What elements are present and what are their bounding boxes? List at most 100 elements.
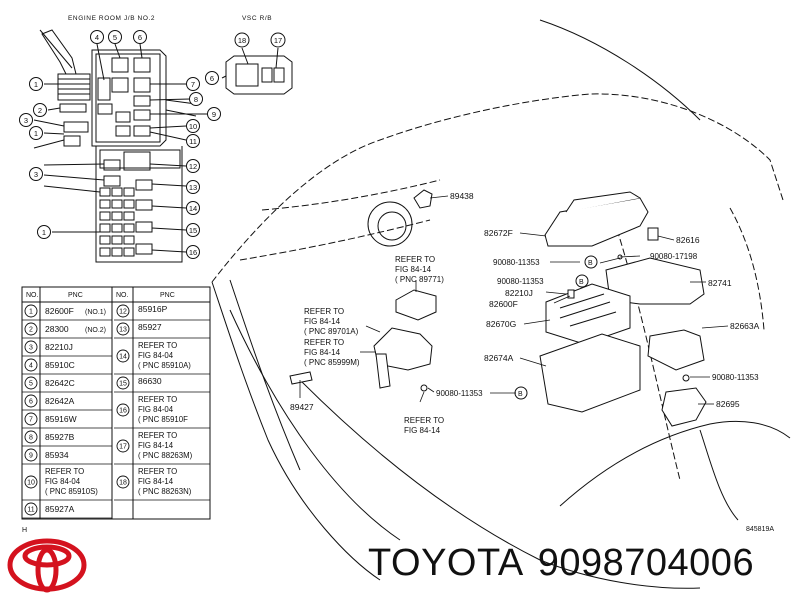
svg-text:7: 7 (29, 417, 33, 424)
label-90080-11353-c: 90080-11353 (712, 373, 759, 382)
svg-text:( PNC 85910F: ( PNC 85910F (138, 415, 188, 424)
junction-block-drawing (33, 29, 208, 263)
svg-text:3: 3 (34, 170, 38, 179)
refer-89701A-line3: ( PNC 89701A) (304, 327, 359, 336)
svg-text:1: 1 (34, 129, 38, 138)
svg-text:FIG 84-04: FIG 84-04 (138, 351, 174, 360)
svg-text:( PNC 88263M): ( PNC 88263M) (138, 451, 193, 460)
svg-text:( PNC 88263N): ( PNC 88263N) (138, 487, 192, 496)
svg-text:86630: 86630 (138, 376, 162, 386)
svg-text:85916W: 85916W (45, 414, 77, 424)
callout-12: 12 (186, 159, 200, 173)
svg-text:FIG 84-14: FIG 84-14 (138, 441, 174, 450)
svg-text:12: 12 (189, 162, 197, 171)
refer-89771: REFER TO FIG 84-14 ( PNC 89771) (395, 255, 444, 284)
label-90080-11353-a: 90080-11353 (493, 258, 540, 267)
component-drawings (289, 189, 707, 427)
label-89438: 89438 (450, 191, 474, 201)
svg-text:13: 13 (189, 183, 197, 192)
callout-5: 5 (108, 30, 122, 44)
svg-text:(NO.2): (NO.2) (85, 327, 106, 334)
svg-text:REFER TO: REFER TO (45, 467, 84, 476)
svg-text:85916P: 85916P (138, 304, 168, 314)
table-header-pnc-left: PNC (68, 292, 83, 299)
svg-text:3: 3 (24, 116, 28, 125)
callout-6-2: 6 (205, 71, 219, 85)
svg-text:85934: 85934 (45, 450, 69, 460)
table-header-no-right: NO. (116, 292, 129, 299)
label-82616: 82616 (676, 235, 700, 245)
svg-text:8: 8 (29, 435, 33, 442)
refer-85999M-line2: FIG 84-14 (304, 348, 341, 357)
svg-text:85927: 85927 (138, 322, 162, 332)
callout-1-3: 1 (37, 225, 51, 239)
table-footer-mark: H (22, 527, 27, 534)
callout-8: 8 (189, 92, 203, 106)
svg-text:10: 10 (189, 122, 197, 131)
svg-text:13: 13 (119, 327, 127, 334)
refer-89771-line2: FIG 84-14 (395, 265, 432, 274)
callout-16: 16 (186, 245, 200, 259)
callout-7: 7 (186, 77, 200, 91)
svg-text:(NO.1): (NO.1) (85, 309, 106, 316)
callout-3-2: 3 (29, 167, 43, 181)
callout-15: 15 (186, 223, 200, 237)
refer-fig-line2: FIG 84-14 (404, 426, 441, 435)
svg-text:16: 16 (189, 248, 197, 257)
callout-9: 9 (207, 107, 221, 121)
refer-fig-line1: REFER TO (404, 416, 444, 425)
callout-6: 6 (133, 30, 147, 44)
label-82663A: 82663A (730, 321, 760, 331)
callout-4: 4 (90, 30, 104, 44)
part-leader-lines (299, 195, 729, 405)
svg-text:5: 5 (113, 33, 117, 42)
label-89427: 89427 (290, 402, 314, 412)
b-marker-2: B (579, 279, 584, 286)
svg-text:FIG 84-04: FIG 84-04 (45, 477, 81, 486)
svg-text:REFER TO: REFER TO (138, 467, 177, 476)
figure-code: 845819A (746, 526, 774, 533)
svg-text:10: 10 (27, 480, 35, 487)
refer-89701A-line2: FIG 84-14 (304, 317, 341, 326)
refer-89701A-line1: REFER TO (304, 307, 344, 316)
label-82672F: 82672F (484, 228, 513, 238)
toyota-logo (7, 538, 87, 593)
table-row: 13 85927 (116, 322, 162, 336)
svg-text:9: 9 (212, 110, 216, 119)
svg-text:17: 17 (274, 36, 282, 45)
label-82210J: 82210J (505, 288, 533, 298)
refer-89771-line1: REFER TO (395, 255, 435, 264)
svg-text:4: 4 (29, 363, 33, 370)
label-82695: 82695 (716, 399, 740, 409)
label-82741: 82741 (708, 278, 732, 288)
svg-text:6: 6 (138, 33, 142, 42)
table-row: 7 85916W (24, 412, 77, 426)
label-82674A: 82674A (484, 353, 514, 363)
vsc-title: VSC R/B (242, 15, 272, 22)
callout-14: 14 (186, 201, 200, 215)
svg-text:3: 3 (29, 345, 33, 352)
callout-11: 11 (186, 134, 200, 148)
table-header-pnc-right: PNC (160, 292, 175, 299)
svg-text:7: 7 (191, 80, 195, 89)
svg-text:28300: 28300 (45, 324, 69, 334)
svg-text:1: 1 (42, 228, 46, 237)
refer-85999M: REFER TO FIG 84-14 ( PNC 85999M) (304, 338, 360, 367)
label-90080-17198: 90080-17198 (650, 252, 698, 261)
b-markers: B B B (514, 255, 598, 400)
svg-text:82642A: 82642A (45, 396, 75, 406)
